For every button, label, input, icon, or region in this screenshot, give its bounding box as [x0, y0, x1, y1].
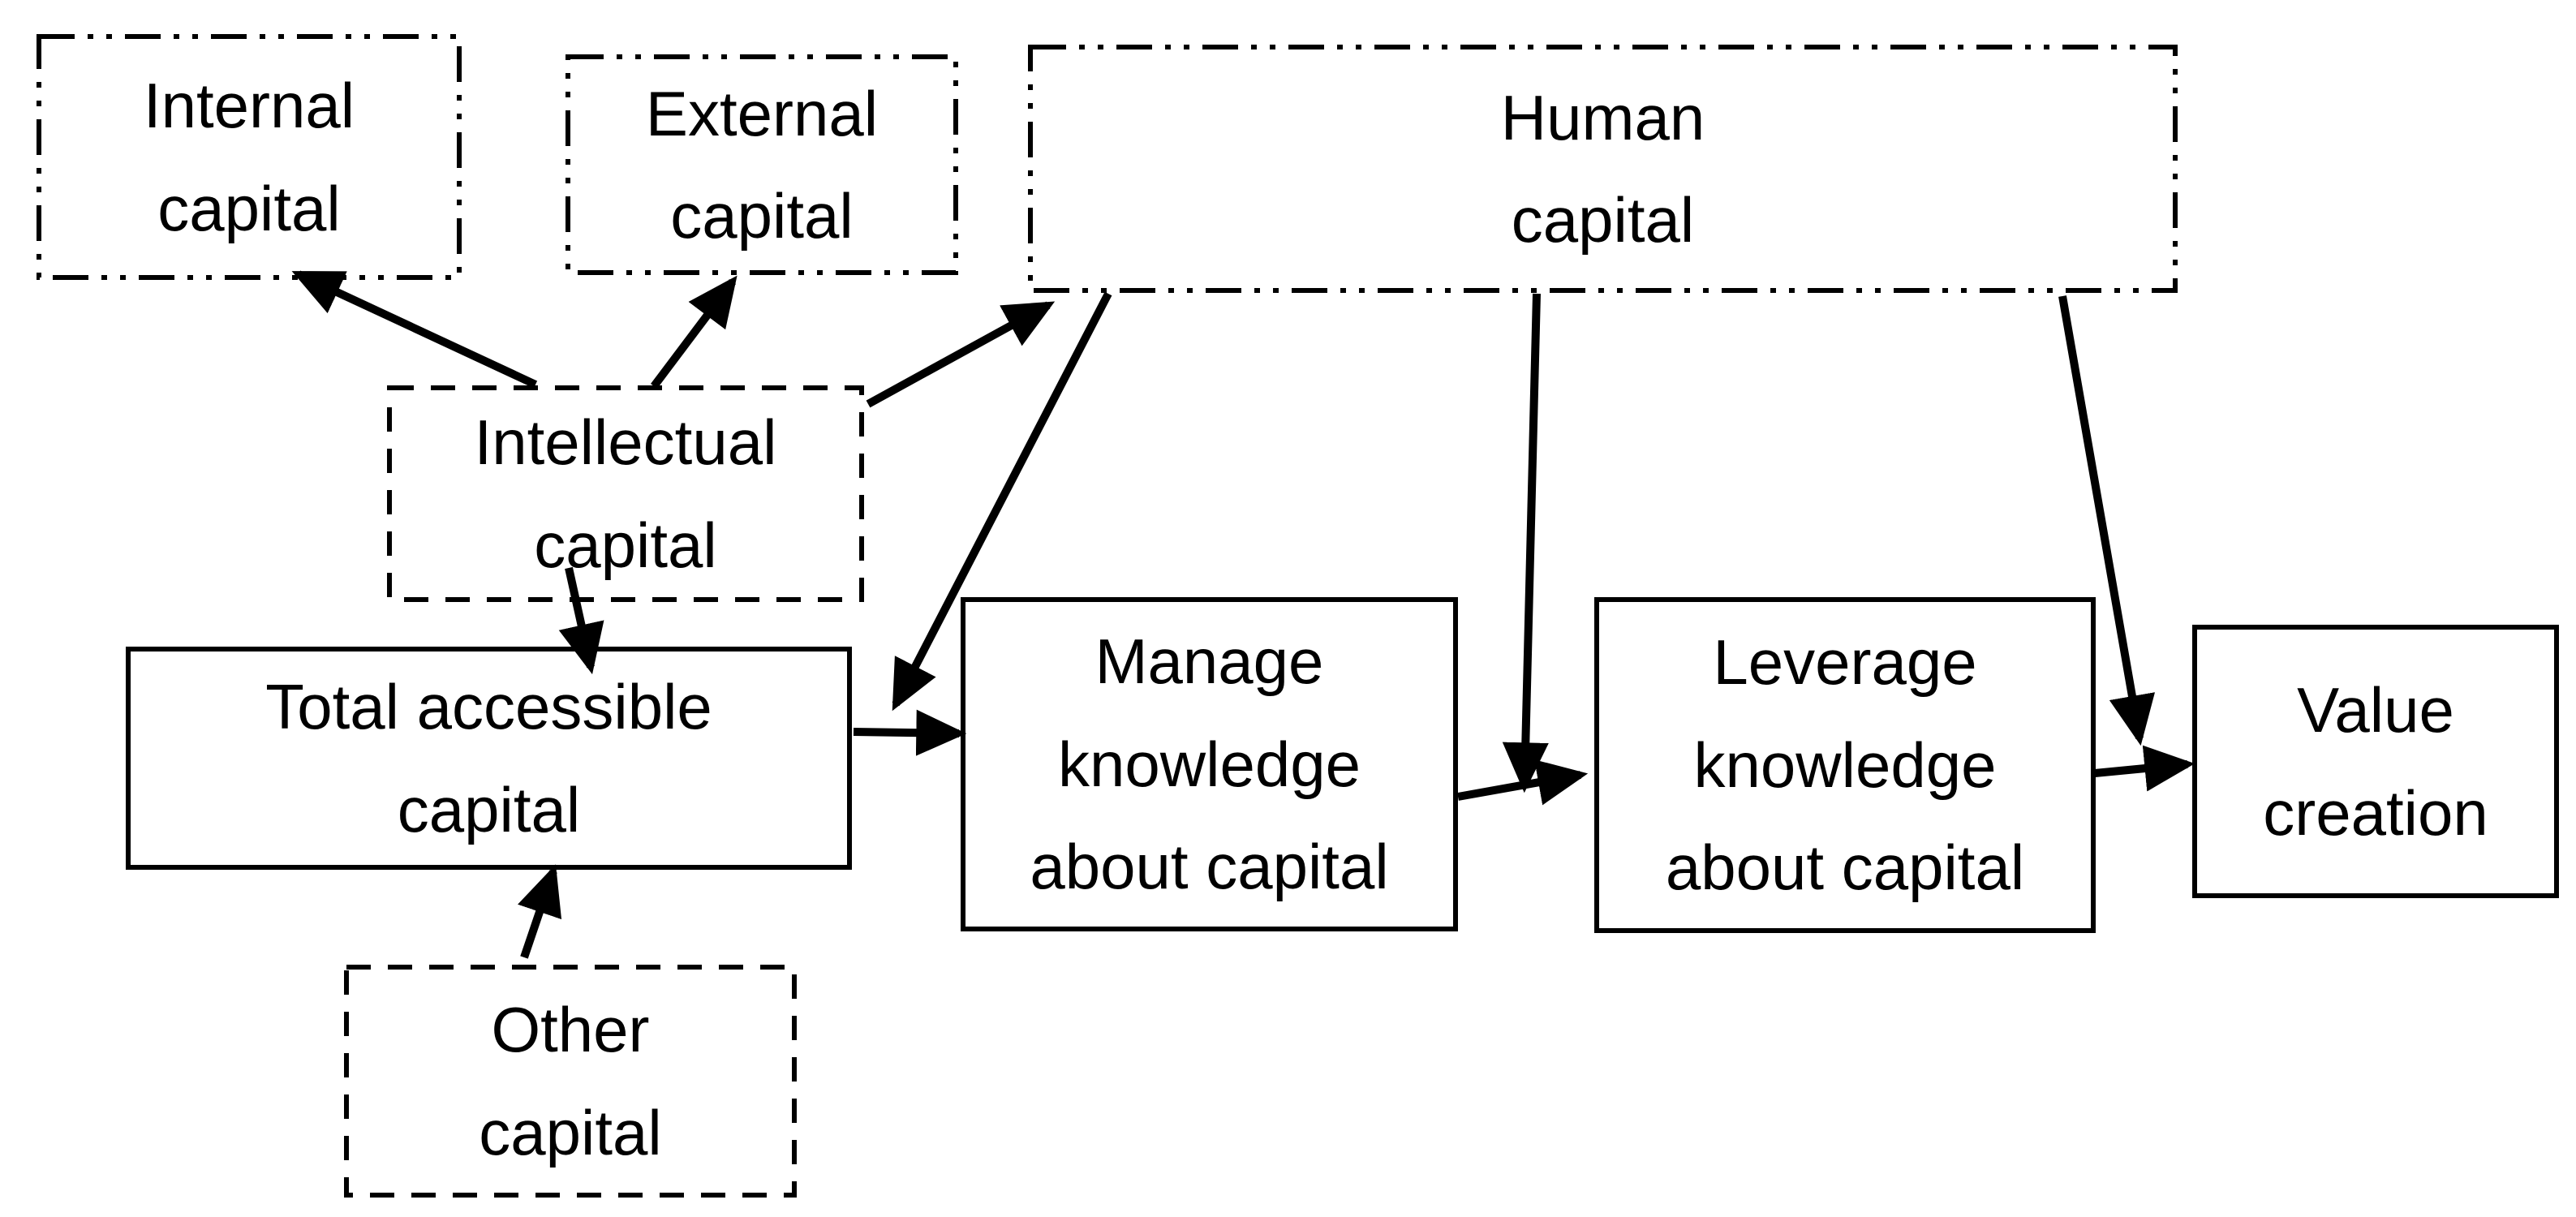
internal-capital-label: Internal capital	[143, 70, 355, 244]
other-capital-label: Other capital	[479, 994, 662, 1168]
external-capital-label: External capital	[645, 77, 879, 252]
arrow-total-accessible-to-manage	[853, 709, 967, 756]
manage-knowledge-label: Manage knowledge about capital	[1030, 626, 1389, 903]
internal-capital-box-border	[37, 34, 462, 280]
leverage-knowledge-label: Leverage knowledge about capital	[1665, 626, 2025, 904]
human-capital-box-border	[1028, 45, 2178, 293]
value-creation-label: Value creation	[2263, 674, 2488, 849]
arrow-intellectual-to-external	[651, 275, 738, 389]
intellectual-capital-label: Intellectual capital	[474, 406, 777, 581]
arrow-leverage-to-value-creation	[2094, 745, 2195, 792]
external-capital-box-border	[566, 54, 958, 275]
arrow-manage-to-leverage	[1457, 759, 1589, 806]
total-accessible-capital-label: Total accessible capital	[265, 671, 712, 845]
human-capital-label: Human capital	[1500, 81, 1705, 256]
other-capital-box-border	[344, 965, 797, 1198]
arrow-intellectual-to-internal	[291, 270, 538, 389]
arrow-human-to-manage	[892, 291, 1112, 712]
manage-knowledge-box-border	[961, 597, 1458, 931]
intellectual-capital-box-border	[387, 385, 864, 602]
arrow-intellectual-to-human	[866, 301, 1056, 408]
arrow-human-to-value-creation	[2058, 295, 2156, 746]
leverage-knowledge-box-border	[1594, 597, 2096, 933]
arrow-intellectual-to-total-accessible	[558, 566, 604, 675]
arrow-human-to-leverage	[1502, 293, 1549, 793]
arrow-other-to-total-accessible	[518, 864, 562, 959]
total-accessible-capital-box-border	[126, 647, 852, 870]
